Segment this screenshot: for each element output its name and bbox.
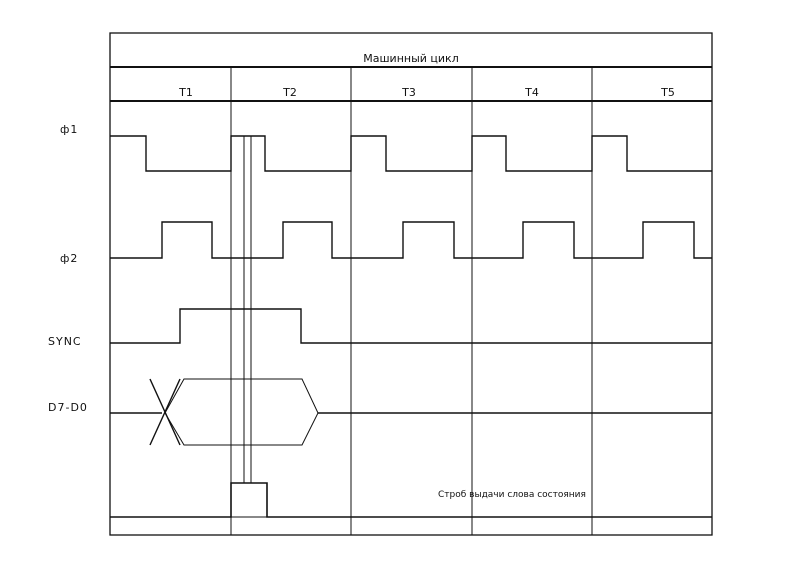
period-label-t3: T3	[401, 86, 416, 99]
period-label-t4: T4	[524, 86, 539, 99]
diagram-title: Машинный цикл	[363, 52, 458, 65]
signal-label-sync: SYNC	[48, 335, 82, 348]
signal-label-phi1: ф1	[60, 123, 78, 136]
signal-label-data: D7-D0	[48, 401, 88, 414]
period-label-t5: T5	[660, 86, 675, 99]
waveform-phi2	[110, 221, 712, 259]
period-label-t1: T1	[178, 86, 193, 99]
strobe-reference-lines	[243, 136, 252, 483]
signal-label-phi2: ф2	[60, 252, 78, 265]
data-bus-valid-window	[164, 378, 319, 446]
waveform-phi1	[110, 135, 712, 172]
diagram-frame	[109, 32, 713, 536]
strobe-note: Строб выдачи слова состояния	[438, 490, 586, 500]
period-labels: T1 T2 T3 T4 T5	[178, 86, 675, 99]
waveform-status-strobe	[110, 482, 712, 518]
period-label-t2: T2	[282, 86, 297, 99]
period-dividers	[230, 67, 593, 535]
signal-labels: ф1 ф2 SYNC D7-D0	[48, 123, 88, 414]
waveform-sync	[110, 308, 712, 344]
